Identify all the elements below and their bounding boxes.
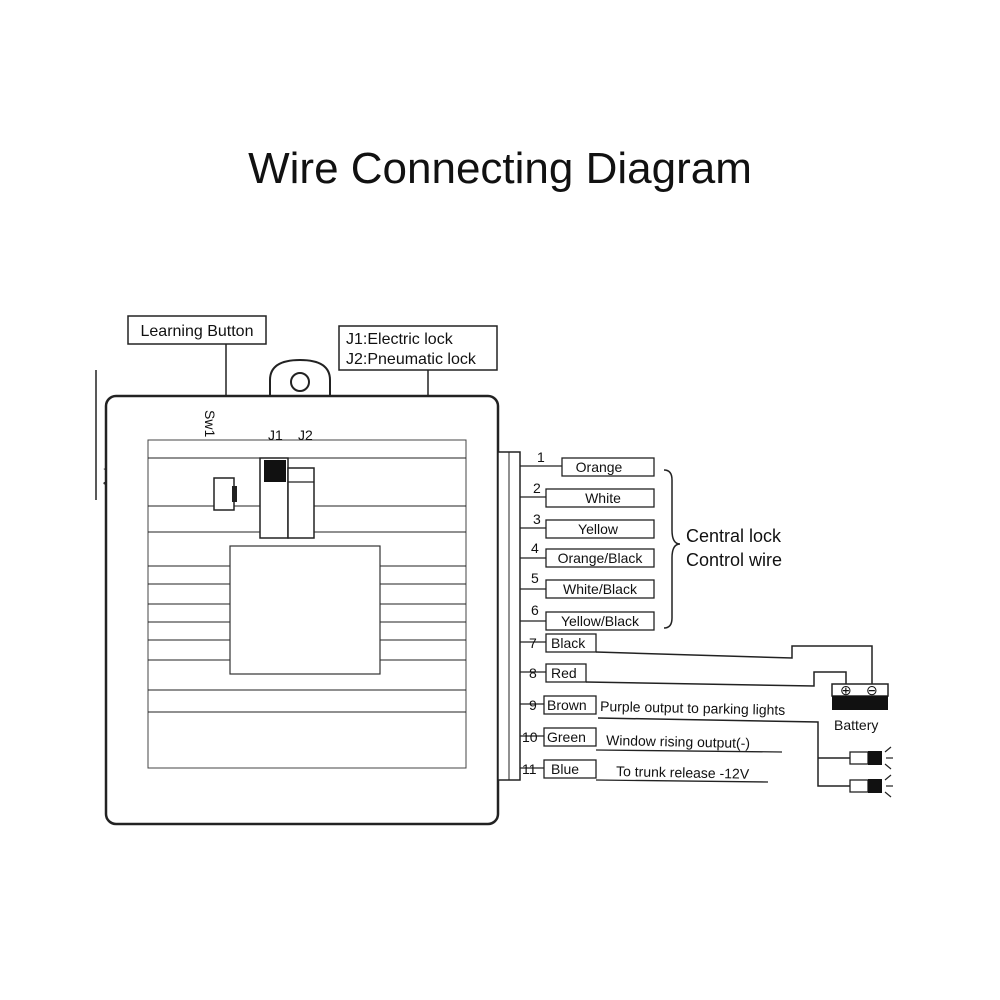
wire-3-tag [545,519,655,539]
wire-8-color: Red [551,665,577,681]
wire-4-number: 4 [531,540,539,556]
wire-8: 8 Red [520,663,847,687]
learning-button-box [127,315,267,345]
jumper-callout: J1:Electric lock J2:Pneumatic lock [338,325,498,490]
central-lock-bracket [663,469,681,629]
wire-2-color: White [585,490,621,506]
battery-body [832,696,888,710]
wire-1: 1 Orange [520,449,655,477]
wire-11-tag [543,759,597,779]
battery-minus-terminal: ⊖ [866,682,878,698]
wire-5-color: White/Black [563,581,638,597]
light-bulb-cap [868,779,882,793]
parking-light-1 [849,746,893,770]
central-lock-line1: Central lock [686,526,782,546]
wire-3-color: Yellow [578,521,619,537]
learning-button-label: Learning Button [141,323,254,340]
wire-5-number: 5 [531,570,539,586]
wire-11-color: Blue [551,761,579,777]
wire-6: 6 Yellow/Black [520,602,655,631]
wire-10-number: 10 [522,729,538,745]
main-chip [229,545,381,675]
jumper-j1-text: J1:Electric lock [346,331,454,348]
parking-light-2 [849,774,893,798]
wire-11: 11 Blue To trunk release -12V [520,759,769,783]
wire-7-color: Black [551,635,586,651]
wire-4-tag [545,548,655,568]
battery: ⊕ ⊖ Battery [831,682,889,733]
diagram-title: Wire Connecting Diagram [248,144,752,193]
wire-11-description: To trunk release -12V [616,763,750,782]
jumper-j2 [287,467,315,539]
wire-1-number: 1 [537,449,545,465]
wire-3: 3 Yellow [520,511,655,539]
wire-10-description: Window rising output(-) [606,732,750,751]
wire-8-number: 8 [529,665,537,681]
wire-1-color: Orange [576,459,623,475]
wire-9-color: Brown [547,697,587,713]
j2-label: J2 [298,427,313,443]
wire-5-tag [545,579,655,599]
jumper-j1-cap [264,460,286,482]
sw1-learning-switch [213,477,235,511]
wire-9-tag [543,695,597,715]
wire-10: 10 Green Window rising output(-) [520,727,783,753]
light-bulb-icon [849,779,869,793]
wire-10-color: Green [547,729,586,745]
light-bulb-cap [868,751,882,765]
learning-button-callout: Learning Button [127,315,267,474]
wire-8-tag [545,663,587,683]
jumper-j2-text: J2:Pneumatic lock [346,351,477,368]
wire-6-number: 6 [531,602,539,618]
wire-4: 4 Orange/Black [520,540,655,568]
wire-7-tag [545,633,597,653]
wire-7: 7 Black [520,633,873,684]
wire-harness: 1 Orange 2 White 3 Yellow 4 Orange/Black [520,449,873,787]
wire-10-tag [543,727,597,747]
wire-4-color: Orange/Black [558,550,644,566]
sw1-label: Sw1 [202,410,218,437]
sw1-actuator [232,486,237,502]
wire-6-color: Yellow/Black [561,613,640,629]
central-lock-line2: Control wire [686,550,782,570]
battery-plus-terminal: ⊕ [840,682,852,698]
j1-label: J1 [268,427,283,443]
wire-2: 2 White [520,480,655,508]
wire-6-tag [545,611,655,631]
wire-9-number: 9 [529,697,537,713]
battery-label: Battery [834,717,878,733]
wire-1-tag [561,457,655,477]
wire-5: 5 White/Black [520,570,655,599]
jumper-callout-box [338,325,498,371]
wire-2-number: 2 [533,480,541,496]
light-bulb-icon [849,751,869,765]
mounting-hole [290,372,310,392]
wire-9: 9 Brown Purple output to parking lights [520,695,850,787]
wire-9-description: Purple output to parking lights [600,698,786,718]
wire-7-number: 7 [529,635,537,651]
wire-3-number: 3 [533,511,541,527]
wire-2-tag [545,488,655,508]
wire-11-number: 11 [522,761,537,777]
